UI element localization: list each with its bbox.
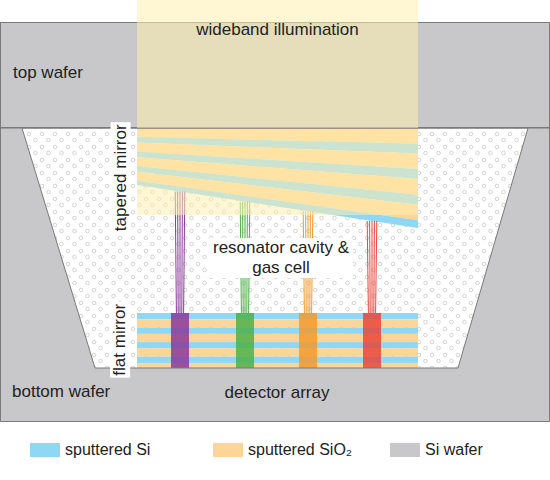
transmission-column: [236, 313, 254, 368]
flat-mirror: [137, 313, 418, 368]
legend-item: sputtered Si: [30, 441, 150, 459]
part-label: tapered mirror: [110, 123, 130, 234]
part-name: bottom wafer: [12, 382, 110, 402]
legend-swatch: [390, 443, 420, 457]
legend-text: Si wafer: [425, 441, 483, 459]
transmission-column: [363, 313, 381, 368]
part-name: wideband illumination: [196, 20, 359, 40]
light-ray: [367, 221, 368, 313]
legend-item: sputtered SiO₂: [213, 441, 352, 459]
legend-text: sputtered Si: [65, 441, 150, 459]
light-ray: [376, 221, 377, 313]
light-ray: [372, 221, 373, 313]
transmission-column: [171, 313, 189, 368]
part-label: flat mirror: [110, 302, 130, 378]
legend-swatch: [213, 443, 243, 457]
illumination-box: wideband illumination: [137, 0, 418, 215]
part-label: detector array: [225, 383, 330, 403]
light-ray: [369, 221, 371, 313]
legend-text: sputtered SiO₂: [248, 441, 352, 459]
light-ray: [373, 221, 375, 313]
legend-item: Si wafer: [390, 441, 483, 459]
legend-swatch: [30, 443, 60, 457]
region-label: resonator cavity & gas cell: [209, 238, 353, 277]
transmission-column: [299, 313, 317, 368]
wafer-shape: [1, 128, 550, 422]
part-name: top wafer: [13, 63, 83, 83]
